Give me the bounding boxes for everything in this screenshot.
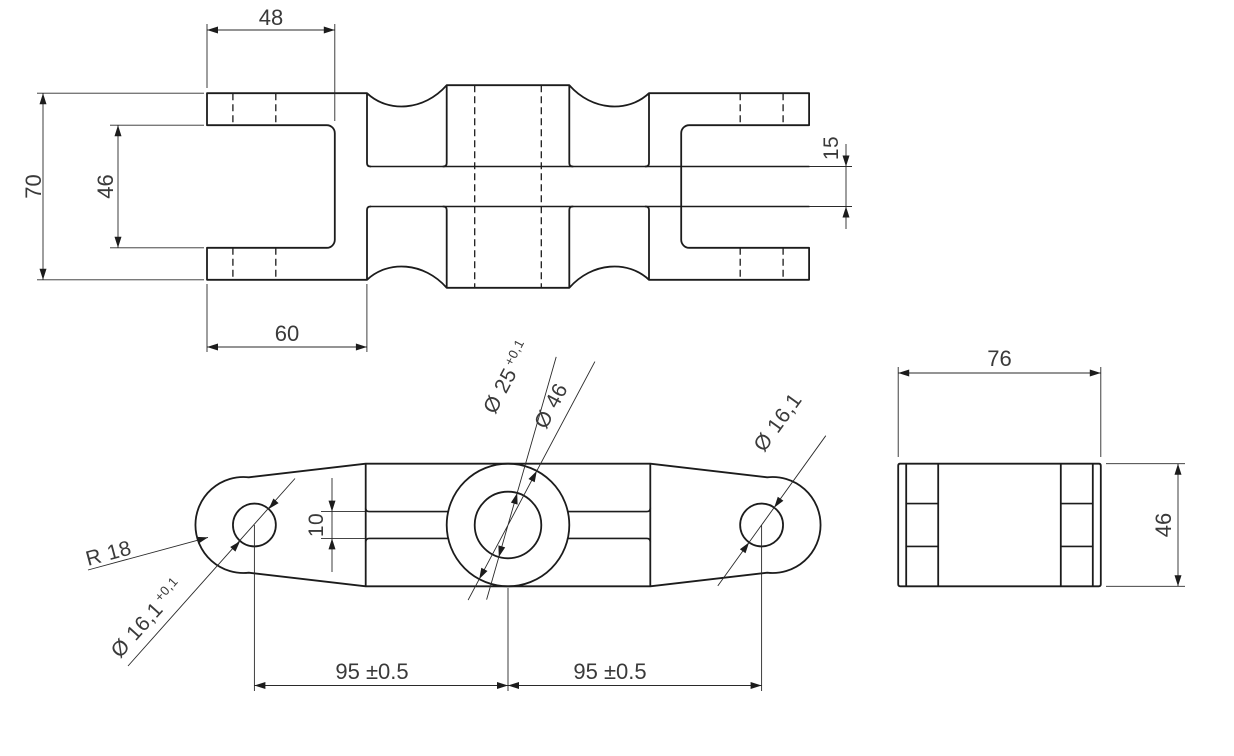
front-view: 95 ±0.5 95 ±0.5 10 R 18 Ø 16,1+0,1 Ø 25+… [83, 337, 827, 691]
dim-60: 60 [275, 321, 299, 346]
front-view-dimension-lines [87, 356, 827, 691]
front-view-web-edges [364, 507, 652, 543]
center-boss-circle [445, 462, 571, 588]
dim-bore-25: Ø 25+0,1 [477, 337, 536, 418]
dim-48: 48 [259, 5, 283, 30]
side-view-outline [897, 462, 1102, 588]
dim-70: 70 [21, 174, 46, 198]
front-view-arrowheads [196, 470, 784, 689]
dim-pitch-left: 95 ±0.5 [335, 659, 408, 684]
front-view-outline [194, 462, 822, 588]
top-view-arrowheads [39, 26, 850, 351]
dim-76: 76 [987, 346, 1011, 371]
side-view-arrowheads [898, 369, 1182, 587]
top-view-dimension-lines [37, 24, 852, 352]
dim-boss-46: Ø 46 [530, 380, 573, 433]
hidden-hole-lines [232, 85, 784, 288]
top-view-web-edges [369, 165, 810, 208]
center-bore-circle [473, 490, 543, 560]
side-view: 76 46 [897, 346, 1185, 588]
dim-pitch-right: 95 ±0.5 [573, 659, 646, 684]
dim-hole-left: Ø 16,1+0,1 [105, 574, 188, 663]
top-view: 48 70 46 60 15 [21, 5, 852, 352]
side-view-dimension-lines [897, 367, 1185, 587]
dim-46-slot: 46 [93, 174, 118, 198]
dim-15: 15 [820, 136, 843, 160]
top-view-outline [206, 84, 810, 289]
dim-hole-right: Ø 16,1 [749, 389, 806, 456]
dim-46-side: 46 [1151, 513, 1176, 537]
dim-r18: R 18 [83, 537, 134, 571]
side-view-hole-edges [905, 502, 1094, 548]
dim-10: 10 [305, 513, 328, 537]
